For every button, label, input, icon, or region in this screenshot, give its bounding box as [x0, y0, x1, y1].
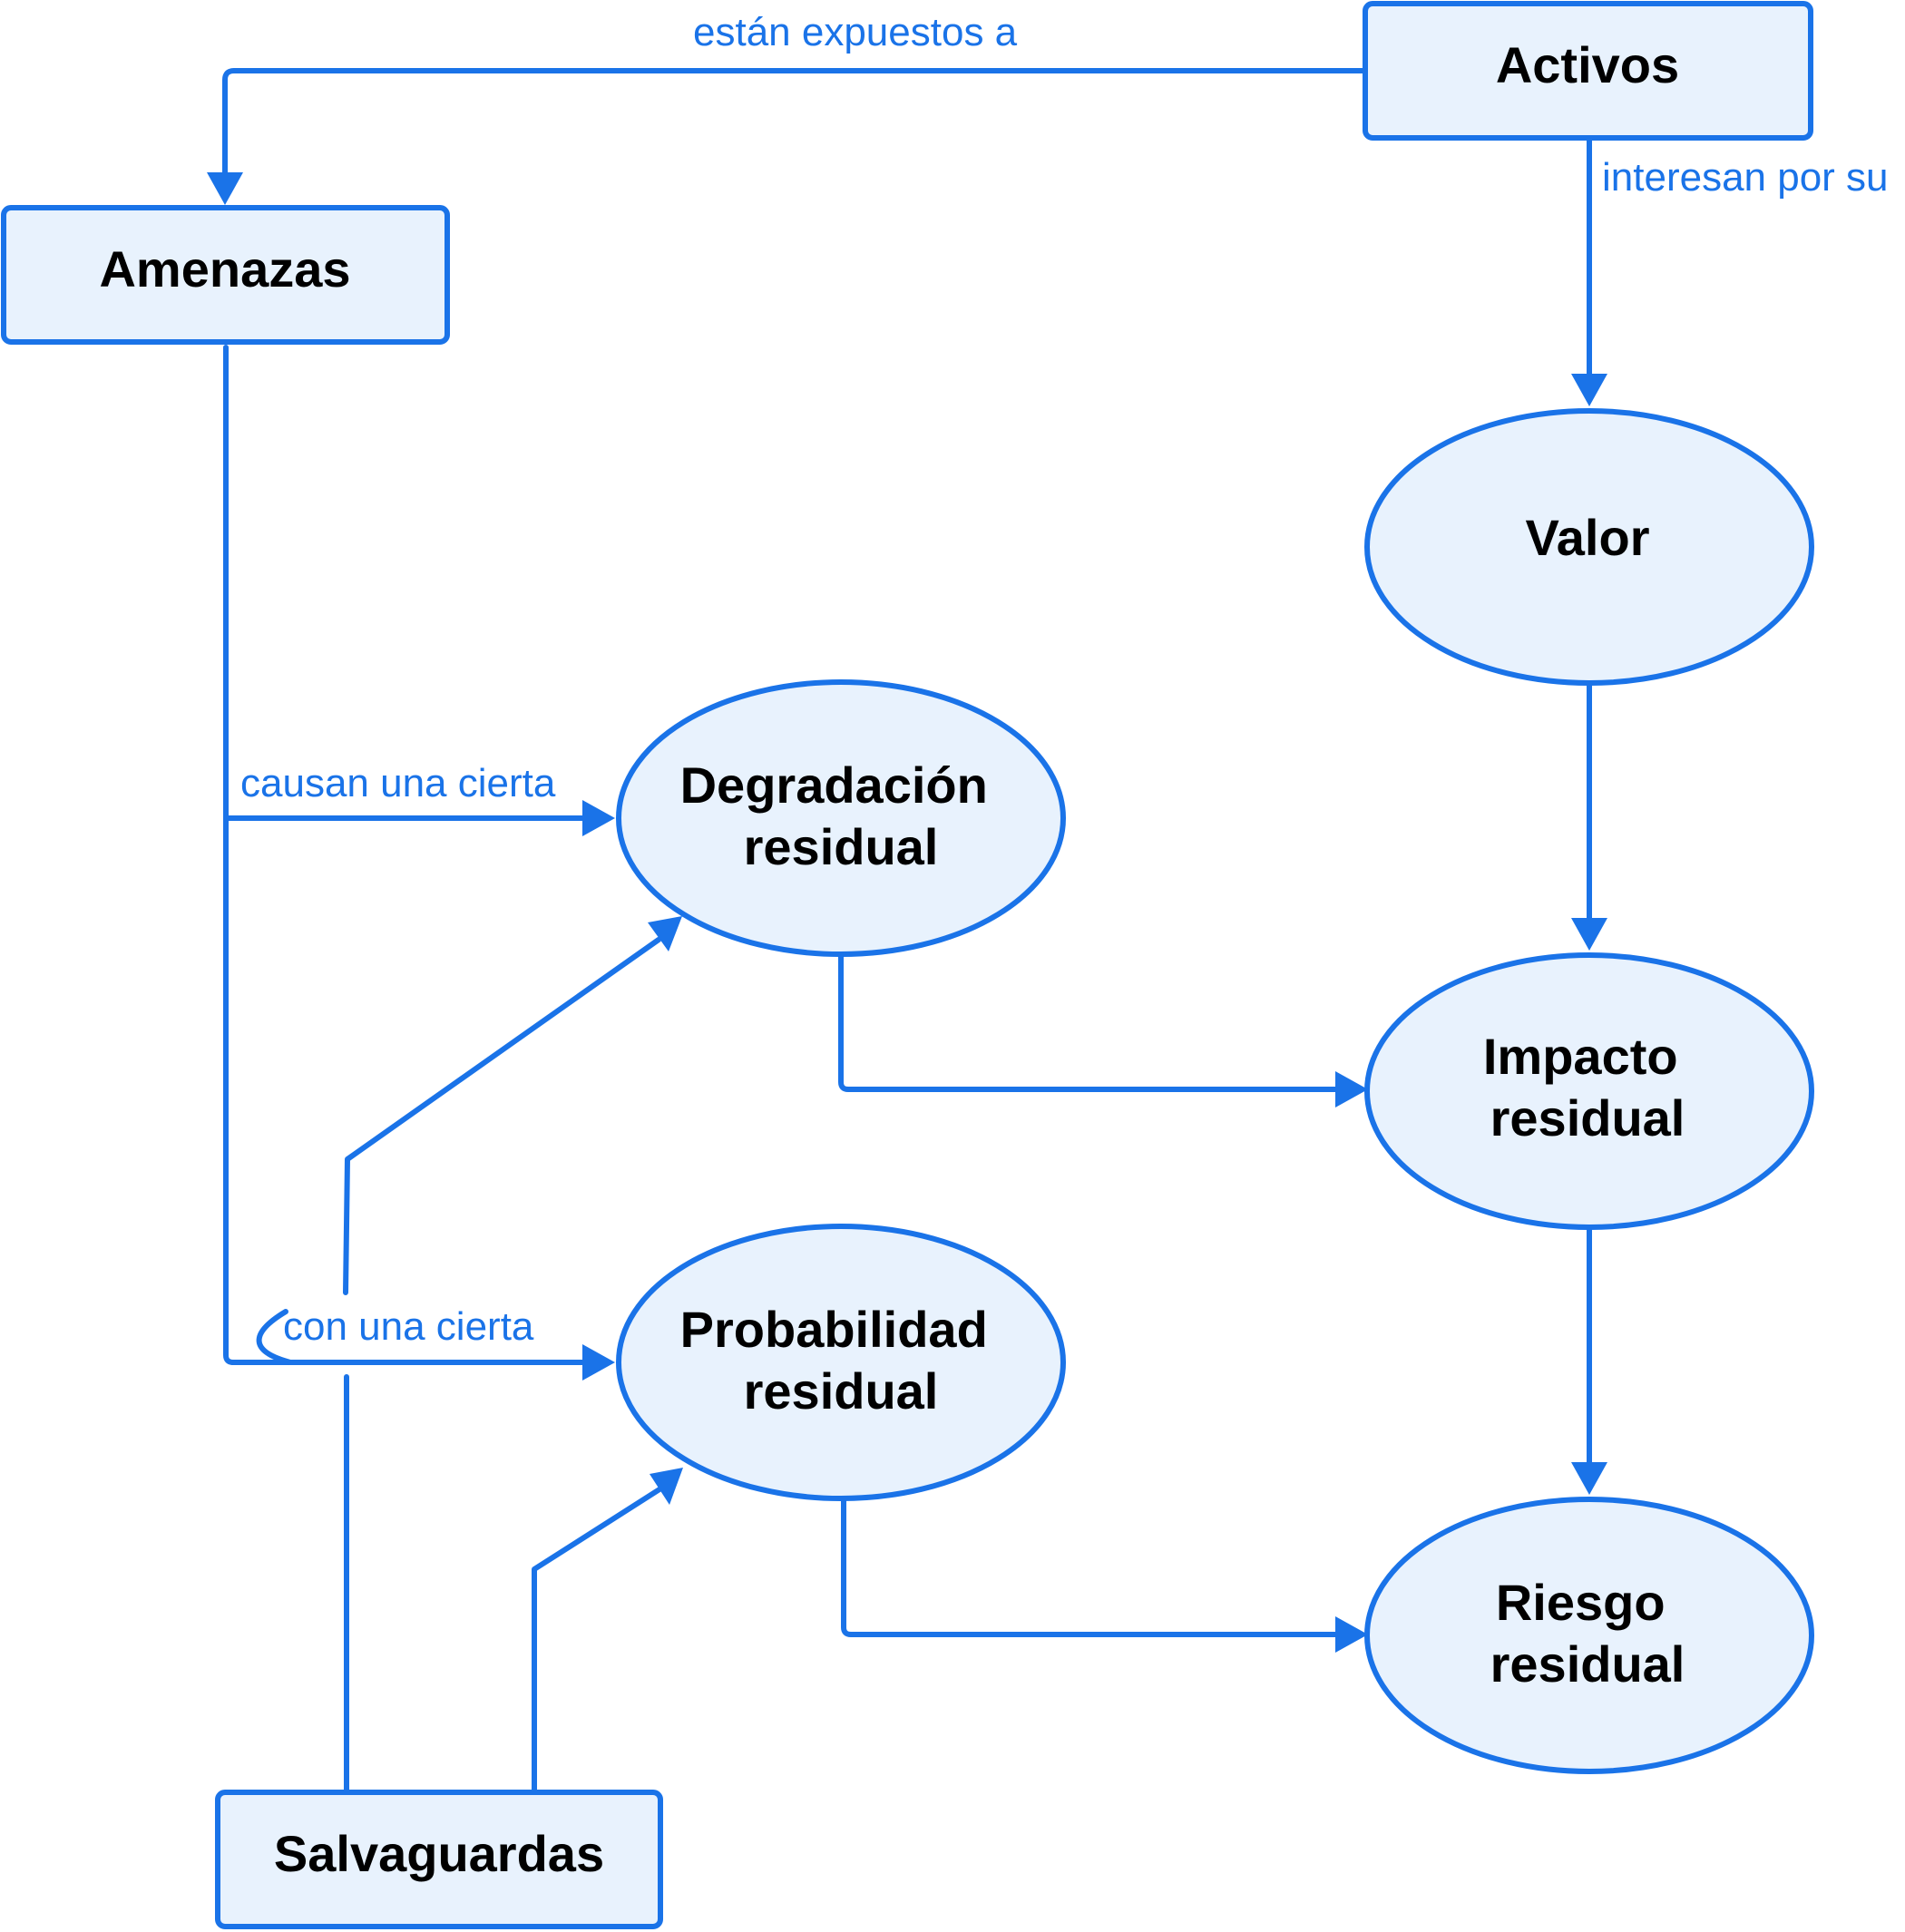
arrowhead-icon	[1571, 374, 1607, 406]
node-probabilidad-label-line1: Probabilidad	[680, 1301, 988, 1358]
node-activos-label: Activos	[1496, 36, 1679, 93]
edge-line	[223, 815, 293, 1365]
edge-degradacion-impacto	[838, 951, 1368, 1107]
arrowhead-icon	[1335, 1616, 1368, 1653]
node-salvaguardas-box	[215, 1790, 663, 1929]
edge-label-con-una-cierta: con una cierta	[283, 1304, 534, 1349]
node-amenazas-box	[1, 205, 450, 345]
edge-line-jump	[256, 1309, 293, 1365]
node-activos[interactable]: Activos	[1363, 1, 1813, 141]
node-valor-label: Valor	[1526, 509, 1650, 566]
node-riesgo-residual[interactable]: Riesgo residual	[1364, 1497, 1814, 1774]
node-degradacion-label-line1: Degradación	[680, 756, 988, 814]
edge-impacto-riesgo	[1571, 1225, 1607, 1495]
node-riesgo-ellipse	[1364, 1497, 1814, 1774]
node-riesgo-label-line1: Riesgo	[1496, 1574, 1666, 1631]
edge-line	[841, 1496, 1338, 1637]
edge-line	[343, 937, 661, 1295]
node-riesgo-label-line2: residual	[1490, 1635, 1685, 1693]
arrowhead-icon	[1571, 918, 1607, 951]
node-degradacion-label: Degradación residual	[680, 756, 1002, 875]
arrowhead-icon	[582, 1344, 615, 1381]
node-impacto-label: Impacto residual	[1483, 1028, 1692, 1147]
node-impacto-ellipse	[1364, 952, 1814, 1230]
node-amenazas-label: Amenazas	[99, 240, 350, 298]
node-degradacion-label-line2: residual	[744, 818, 939, 875]
edge-line	[223, 345, 585, 821]
node-amenazas[interactable]: Amenazas	[1, 205, 450, 345]
node-salvaguardas-label: Salvaguardas	[274, 1825, 604, 1882]
edge-amenazas-probabilidad	[223, 815, 615, 1381]
node-probabilidad-ellipse	[616, 1224, 1066, 1501]
node-salvaguardas[interactable]: Salvaguardas	[215, 1790, 663, 1929]
node-riesgo-label: Riesgo residual	[1490, 1574, 1685, 1693]
edge-line	[222, 68, 1368, 181]
edge-valor-impacto	[1571, 680, 1607, 951]
node-valor-ellipse	[1364, 408, 1814, 686]
arrowhead-icon	[648, 916, 682, 951]
node-degradacion-residual[interactable]: Degradación residual	[616, 679, 1066, 957]
edge-activos-amenazas	[207, 68, 1368, 205]
node-probabilidad-label-line2: residual	[744, 1362, 939, 1420]
arrowhead-icon	[1335, 1071, 1368, 1107]
edge-activos-valor	[1571, 135, 1607, 406]
edge-salvaguardas-probabilidad	[532, 1468, 683, 1792]
node-degradacion-ellipse	[616, 679, 1066, 957]
edge-label-estan-expuestos-a: están expuestos a	[693, 10, 1018, 54]
edge-label-causan-una-cierta: causan una cierta	[240, 761, 556, 805]
node-probabilidad-label: Probabilidad residual	[680, 1301, 1002, 1420]
node-impacto-label-line1: Impacto	[1483, 1028, 1678, 1085]
edge-line	[532, 1487, 662, 1792]
edge-probabilidad-riesgo	[841, 1496, 1368, 1653]
node-impacto-label-line2: residual	[1490, 1089, 1685, 1147]
node-impacto-residual[interactable]: Impacto residual	[1364, 952, 1814, 1230]
node-valor[interactable]: Valor	[1364, 408, 1814, 686]
edge-line	[838, 951, 1338, 1092]
edge-salvaguardas-degradacion	[343, 916, 682, 1792]
node-probabilidad-residual[interactable]: Probabilidad residual	[616, 1224, 1066, 1501]
arrowhead-icon	[650, 1468, 683, 1505]
arrowhead-icon	[207, 172, 243, 205]
edge-label-interesan-por-su: interesan por su	[1602, 155, 1889, 200]
node-activos-box	[1363, 1, 1813, 141]
arrowhead-icon	[582, 800, 615, 836]
arrowhead-icon	[1571, 1462, 1607, 1495]
